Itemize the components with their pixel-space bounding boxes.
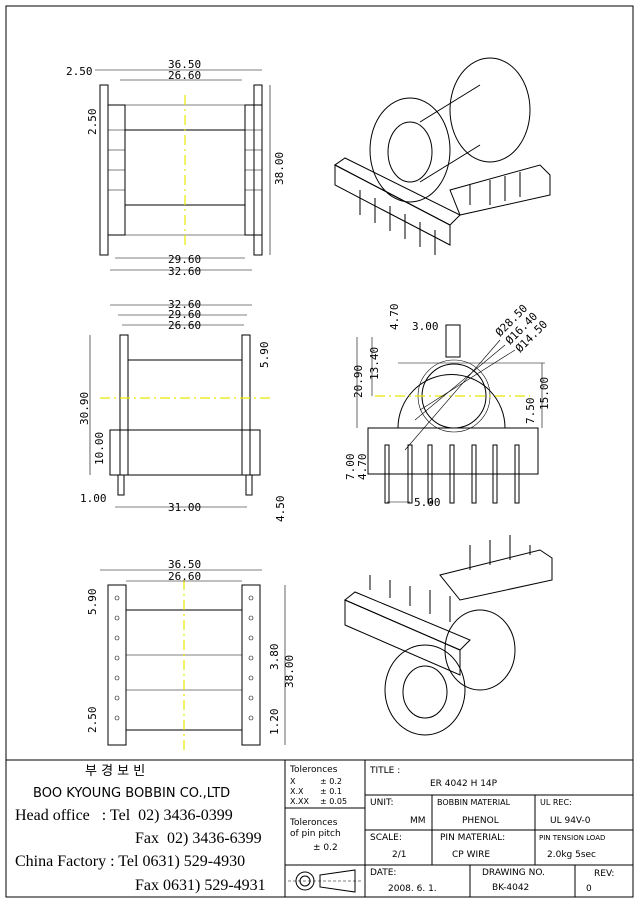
pin-material-label: PIN MATERIAL: [440, 833, 505, 843]
dim-label: 36.50 [168, 58, 201, 71]
side-view: 3.00 4.70 Ø28.50 Ø16.40 Ø14.50 20.90 13.… [344, 302, 551, 509]
drawing-no-value: BK-4042 [492, 883, 529, 893]
tolerance-value: ± 0.05 [320, 797, 347, 806]
dim-label: 7.50 [524, 398, 537, 425]
isometric-view-bottom [344, 535, 553, 736]
scale-label: SCALE: [370, 833, 402, 843]
dim-label: 20.90 [352, 365, 365, 398]
china-factory-tel: China Factory : Tel 0631) 529-4930 [15, 853, 245, 870]
ul-label: UL REC: [540, 798, 572, 807]
dim-label: 2.50 [66, 65, 93, 78]
pin-pitch-value: ± 0.2 [313, 843, 338, 853]
dim-label: 26.60 [168, 319, 201, 332]
pin-tension-label: PIN TENSION LOAD [539, 834, 605, 842]
pin-material-value: CP WIRE [452, 850, 490, 860]
bottom-view: 36.50 26.60 5.90 3.80 38.00 2.50 1.20 [86, 558, 296, 750]
dim-label: 26.60 [168, 69, 201, 82]
china-factory-fax: Fax 0631) 529-4931 [135, 877, 266, 894]
drawing-title: ER 4042 H 14P [430, 779, 498, 789]
dim-label: 15.00 [538, 377, 551, 410]
dim-label: 1.00 [80, 492, 107, 505]
front-view: 32.60 29.60 26.60 5.90 30.90 10.00 1.00 … [78, 298, 287, 522]
pin-pitch-title: Toleronces [289, 818, 338, 828]
dim-label: 7.00 [344, 454, 357, 481]
dim-label: 13.40 [368, 347, 381, 380]
dim-label: 29.60 [168, 308, 201, 321]
pin-pitch-title: of pin pitch [290, 829, 341, 839]
ul-value: UL 94V-0 [550, 816, 591, 826]
title-block: 부 경 보 빈 BOO KYOUNG BOBBIN CO.,LTD Head o… [6, 759, 633, 897]
company-korean-name: 부 경 보 빈 [85, 764, 145, 779]
company-name: BOO KYOUNG BOBBIN CO.,LTD [33, 786, 230, 801]
dim-label: 5.00 [414, 496, 441, 509]
head-office-fax: Fax 02) 3436-6399 [135, 830, 262, 847]
tolerances-title: Toleronces [289, 765, 338, 775]
dim-label: 38.00 [283, 655, 296, 688]
dim-label: 26.60 [168, 570, 201, 583]
bobbin-material-label: BOBBIN MATERIAL [437, 798, 511, 807]
title-label: TITLE : [369, 766, 400, 776]
tolerance-key: X [290, 777, 296, 786]
rev-value: 0 [586, 884, 592, 894]
dim-label: 2.50 [86, 707, 99, 734]
tolerance-value: ± 0.1 [320, 787, 342, 796]
dim-label: 2.50 [86, 109, 99, 136]
dim-label: 38.00 [273, 152, 286, 185]
tolerance-key: X.XX [290, 797, 310, 806]
dim-label: 10.00 [93, 432, 106, 465]
tolerance-key: X.X [290, 787, 304, 796]
drawing-no-label: DRAWING NO. [482, 868, 545, 878]
dim-label: 4.70 [388, 304, 401, 331]
dim-label: 5.90 [258, 342, 271, 369]
tolerance-value: ± 0.2 [320, 777, 342, 786]
scale-value: 2/1 [392, 850, 406, 860]
isometric-view-top [334, 57, 551, 255]
drawing-border [5, 5, 634, 898]
unit-label: UNIT: [370, 798, 394, 808]
dim-label: 30.90 [78, 392, 91, 425]
dim-label: 4.70 [356, 454, 369, 481]
projection-symbol [288, 869, 362, 893]
date-value: 2008. 6. 1. [388, 884, 437, 894]
bobbin-material-value: PHENOL [462, 816, 499, 826]
dim-label: 4.50 [274, 496, 287, 523]
dim-label: 36.50 [168, 558, 201, 571]
dim-label: 29.60 [168, 253, 201, 266]
date-label: DATE: [370, 868, 396, 878]
rev-label: REV: [594, 869, 614, 879]
top-view: 36.50 26.60 2.50 2.50 38.00 29.60 32.60 [66, 58, 286, 278]
dim-label: 3.80 [268, 644, 281, 671]
dim-label: 32.60 [168, 298, 201, 311]
unit-value: MM [410, 816, 426, 826]
pin-tension-value: 2.0kg 5sec [547, 850, 596, 860]
dim-label: 32.60 [168, 265, 201, 278]
dim-label: 3.00 [412, 320, 439, 333]
dim-label: 5.90 [86, 589, 99, 616]
head-office-tel: Head office : Tel 02) 3436-0399 [15, 807, 233, 824]
dim-label: 31.00 [168, 501, 201, 514]
dim-label: 1.20 [268, 709, 281, 736]
